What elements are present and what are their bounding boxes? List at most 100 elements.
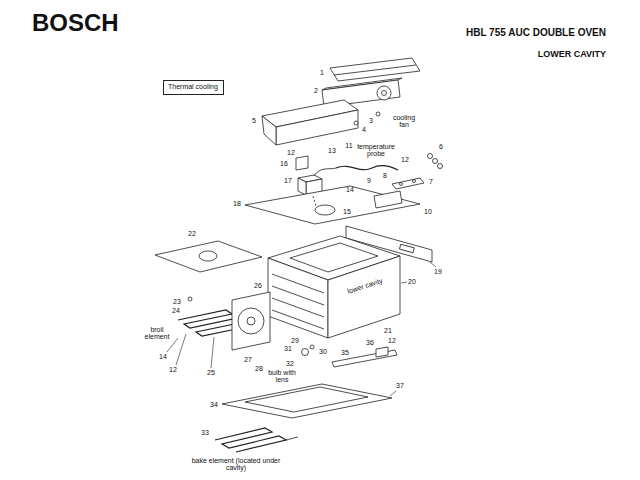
callout-number: 11 [345, 142, 352, 149]
rack-rail [272, 286, 324, 305]
note-box: Thermal cooling [163, 80, 224, 95]
trim-edge [334, 65, 416, 75]
screw [354, 121, 358, 125]
callout-number: 12 [388, 337, 396, 344]
part-label: temperature probe [355, 143, 397, 158]
callout-number: 19 [434, 268, 442, 275]
callout-number: 27 [244, 356, 252, 363]
callout-number: 4 [362, 126, 366, 133]
callout-number: 30 [319, 348, 327, 355]
screw [188, 297, 192, 301]
bracket [392, 178, 424, 189]
leader-line [167, 338, 178, 352]
callout-number: 18 [233, 200, 241, 207]
leader-line [401, 282, 407, 283]
callout-number: 28 [255, 365, 263, 372]
screw [428, 154, 433, 159]
callout-number: 36 [366, 339, 374, 346]
leader-line [176, 334, 186, 365]
cover-hole [199, 251, 217, 261]
relay-box [296, 156, 308, 170]
callout-number: 12 [287, 149, 295, 156]
brand-logo: BOSCH [32, 10, 119, 35]
callout-number: 13 [328, 147, 336, 154]
fan-hub [247, 317, 255, 325]
callout-number: 6 [439, 143, 443, 150]
part-label: bulb with lens [267, 369, 297, 384]
callout-number: 2 [314, 87, 318, 94]
screw [433, 159, 438, 164]
bracket-hole [400, 183, 403, 186]
duct-front [276, 110, 358, 145]
callout-number: 14 [346, 186, 354, 193]
temperature-probe [336, 166, 398, 170]
callout-number: 21 [384, 327, 392, 334]
callout-number: 25 [207, 369, 215, 376]
plate-hole [315, 205, 335, 215]
callout-number: 35 [341, 349, 349, 356]
callout-number: 22 [188, 230, 196, 237]
callout-number: 37 [396, 382, 404, 389]
callout-number: 29 [291, 337, 299, 344]
box-text: Thermal cooling [168, 83, 219, 91]
leader-line [430, 262, 436, 267]
panel-slot [399, 244, 414, 252]
lens [310, 345, 314, 349]
callout-number: 7 [429, 178, 433, 185]
rail-bracket [376, 347, 388, 357]
probe-wire [314, 168, 336, 176]
cavity-left [268, 258, 328, 338]
top-trim [330, 58, 420, 81]
bulb [302, 349, 309, 356]
callout-number: 8 [383, 172, 387, 179]
callout-number: 33 [201, 429, 209, 436]
fan-plate [232, 292, 270, 350]
duct-side [262, 116, 276, 145]
fan-hub [382, 91, 387, 96]
section-heading: LOWER CAVITY [538, 50, 606, 59]
callout-number: 9 [367, 177, 371, 184]
leader-lines [167, 262, 436, 396]
callout-number: 14 [159, 353, 167, 360]
element-lead [286, 437, 298, 440]
callout-number: 12 [169, 366, 177, 373]
screw [376, 112, 380, 116]
convection-fan [238, 308, 264, 334]
cooling-fan [377, 86, 391, 100]
control-box-side [298, 178, 306, 195]
callout-number: 31 [284, 345, 292, 352]
part-label: broil element [144, 326, 170, 341]
callout-number: 3 [369, 117, 373, 124]
assembly-line [313, 196, 316, 206]
bracket-hole [413, 180, 416, 183]
callout-number: 20 [408, 278, 416, 285]
part-label: bake element (located under cavity) [190, 457, 282, 472]
page-title: HBL 755 AUC DOUBLE OVEN [466, 28, 606, 39]
callout-number: 26 [254, 282, 262, 289]
callout-number: 24 [172, 307, 180, 314]
cover-plate [245, 186, 420, 224]
bake-element [215, 428, 286, 452]
part-label: cooling fan [389, 114, 419, 129]
bottom-tray [222, 384, 392, 418]
screw [438, 164, 443, 169]
callout-number: 34 [210, 401, 218, 408]
callout-number: 32 [286, 360, 294, 367]
callout-number: 12 [401, 156, 409, 163]
rack-rail [272, 274, 324, 293]
tray-inset [245, 387, 368, 412]
callout-number: 10 [424, 208, 432, 215]
callout-number: 15 [343, 208, 351, 215]
broil-cover [155, 241, 262, 272]
callout-number: 16 [280, 160, 288, 167]
callout-number: 23 [173, 298, 181, 305]
callout-number: 1 [320, 69, 324, 76]
cavity-right [328, 256, 400, 338]
callout-number: 17 [284, 177, 292, 184]
small-plate [374, 191, 402, 208]
leader-line [211, 337, 214, 368]
rack-rail [272, 310, 324, 329]
